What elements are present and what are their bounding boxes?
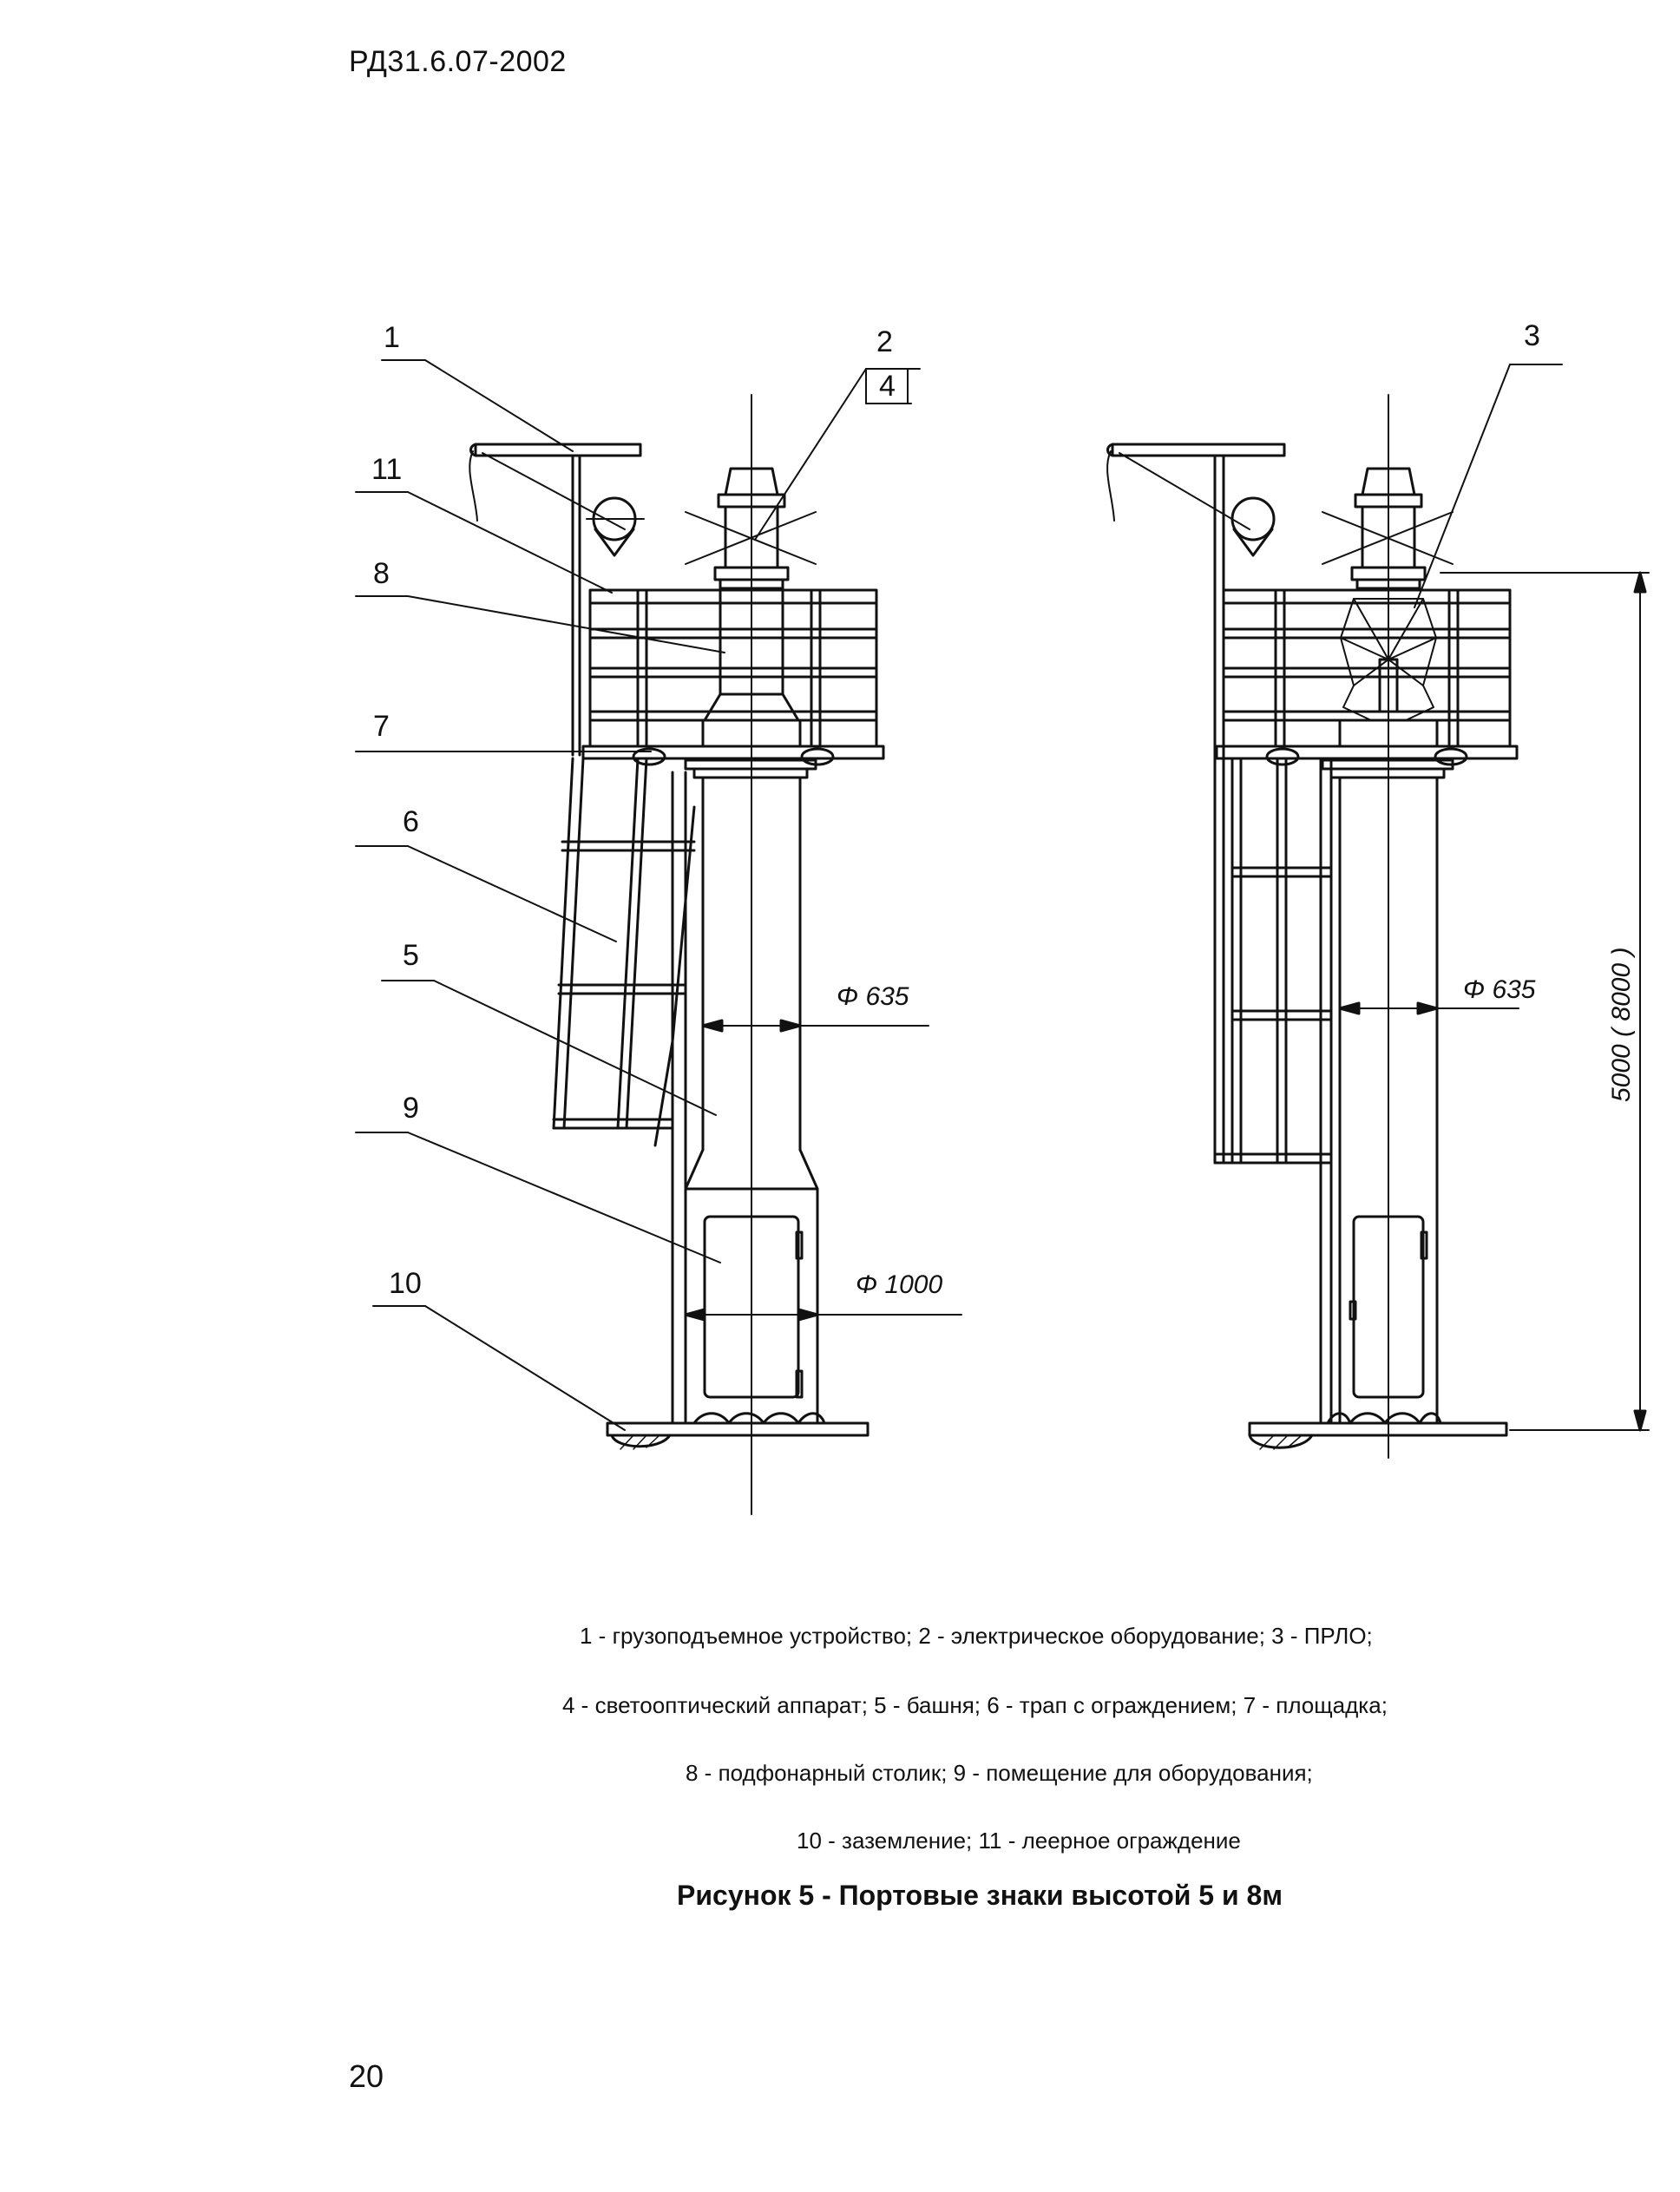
callout-11: 11 xyxy=(371,453,402,486)
legend-line-4: 10 - заземление; 11 - леерное ограждение xyxy=(797,1828,1241,1854)
dim-tower-diameter: Φ 635 xyxy=(837,982,909,1011)
legend-line-2: 4 - светооптический аппарат; 5 - башня; … xyxy=(562,1692,1388,1718)
legend-line-3: 8 - подфонарный столик; 9 - помещение дл… xyxy=(686,1760,1313,1786)
technical-drawing: 1 2 4 11 8 7 6 5 9 10 3 Φ 635 Φ 1000 Φ 6… xyxy=(355,319,1650,1515)
callout-10: 10 xyxy=(389,1267,422,1300)
callout-3: 3 xyxy=(1524,319,1540,352)
callout-2: 2 xyxy=(876,325,893,358)
callout-1: 1 xyxy=(384,321,400,354)
callout-7: 7 xyxy=(373,710,390,743)
dim-base-diameter: Φ 1000 xyxy=(856,1270,942,1299)
figure-title: Рисунок 5 - Портовые знаки высотой 5 и 8… xyxy=(677,1880,1283,1911)
dim-height: 5000 ( 8000 ) xyxy=(1607,948,1636,1102)
document-code: РД31.6.07-2002 xyxy=(349,45,567,78)
callout-6: 6 xyxy=(403,805,419,838)
callout-5: 5 xyxy=(403,939,419,972)
left-crane-boom xyxy=(474,443,642,457)
page-number: 20 xyxy=(349,2058,384,2094)
callout-4: 4 xyxy=(879,370,896,403)
callout-8: 8 xyxy=(373,557,390,590)
drawing-svg: 1 2 4 11 8 7 6 5 9 10 3 Φ 635 Φ 1000 Φ 6… xyxy=(355,319,1650,1515)
dim-tower-diameter-right: Φ 635 xyxy=(1463,975,1536,1004)
callout-9: 9 xyxy=(403,1092,419,1125)
legend-line-1: 1 - грузоподъемное устройство; 2 - элект… xyxy=(580,1623,1373,1649)
